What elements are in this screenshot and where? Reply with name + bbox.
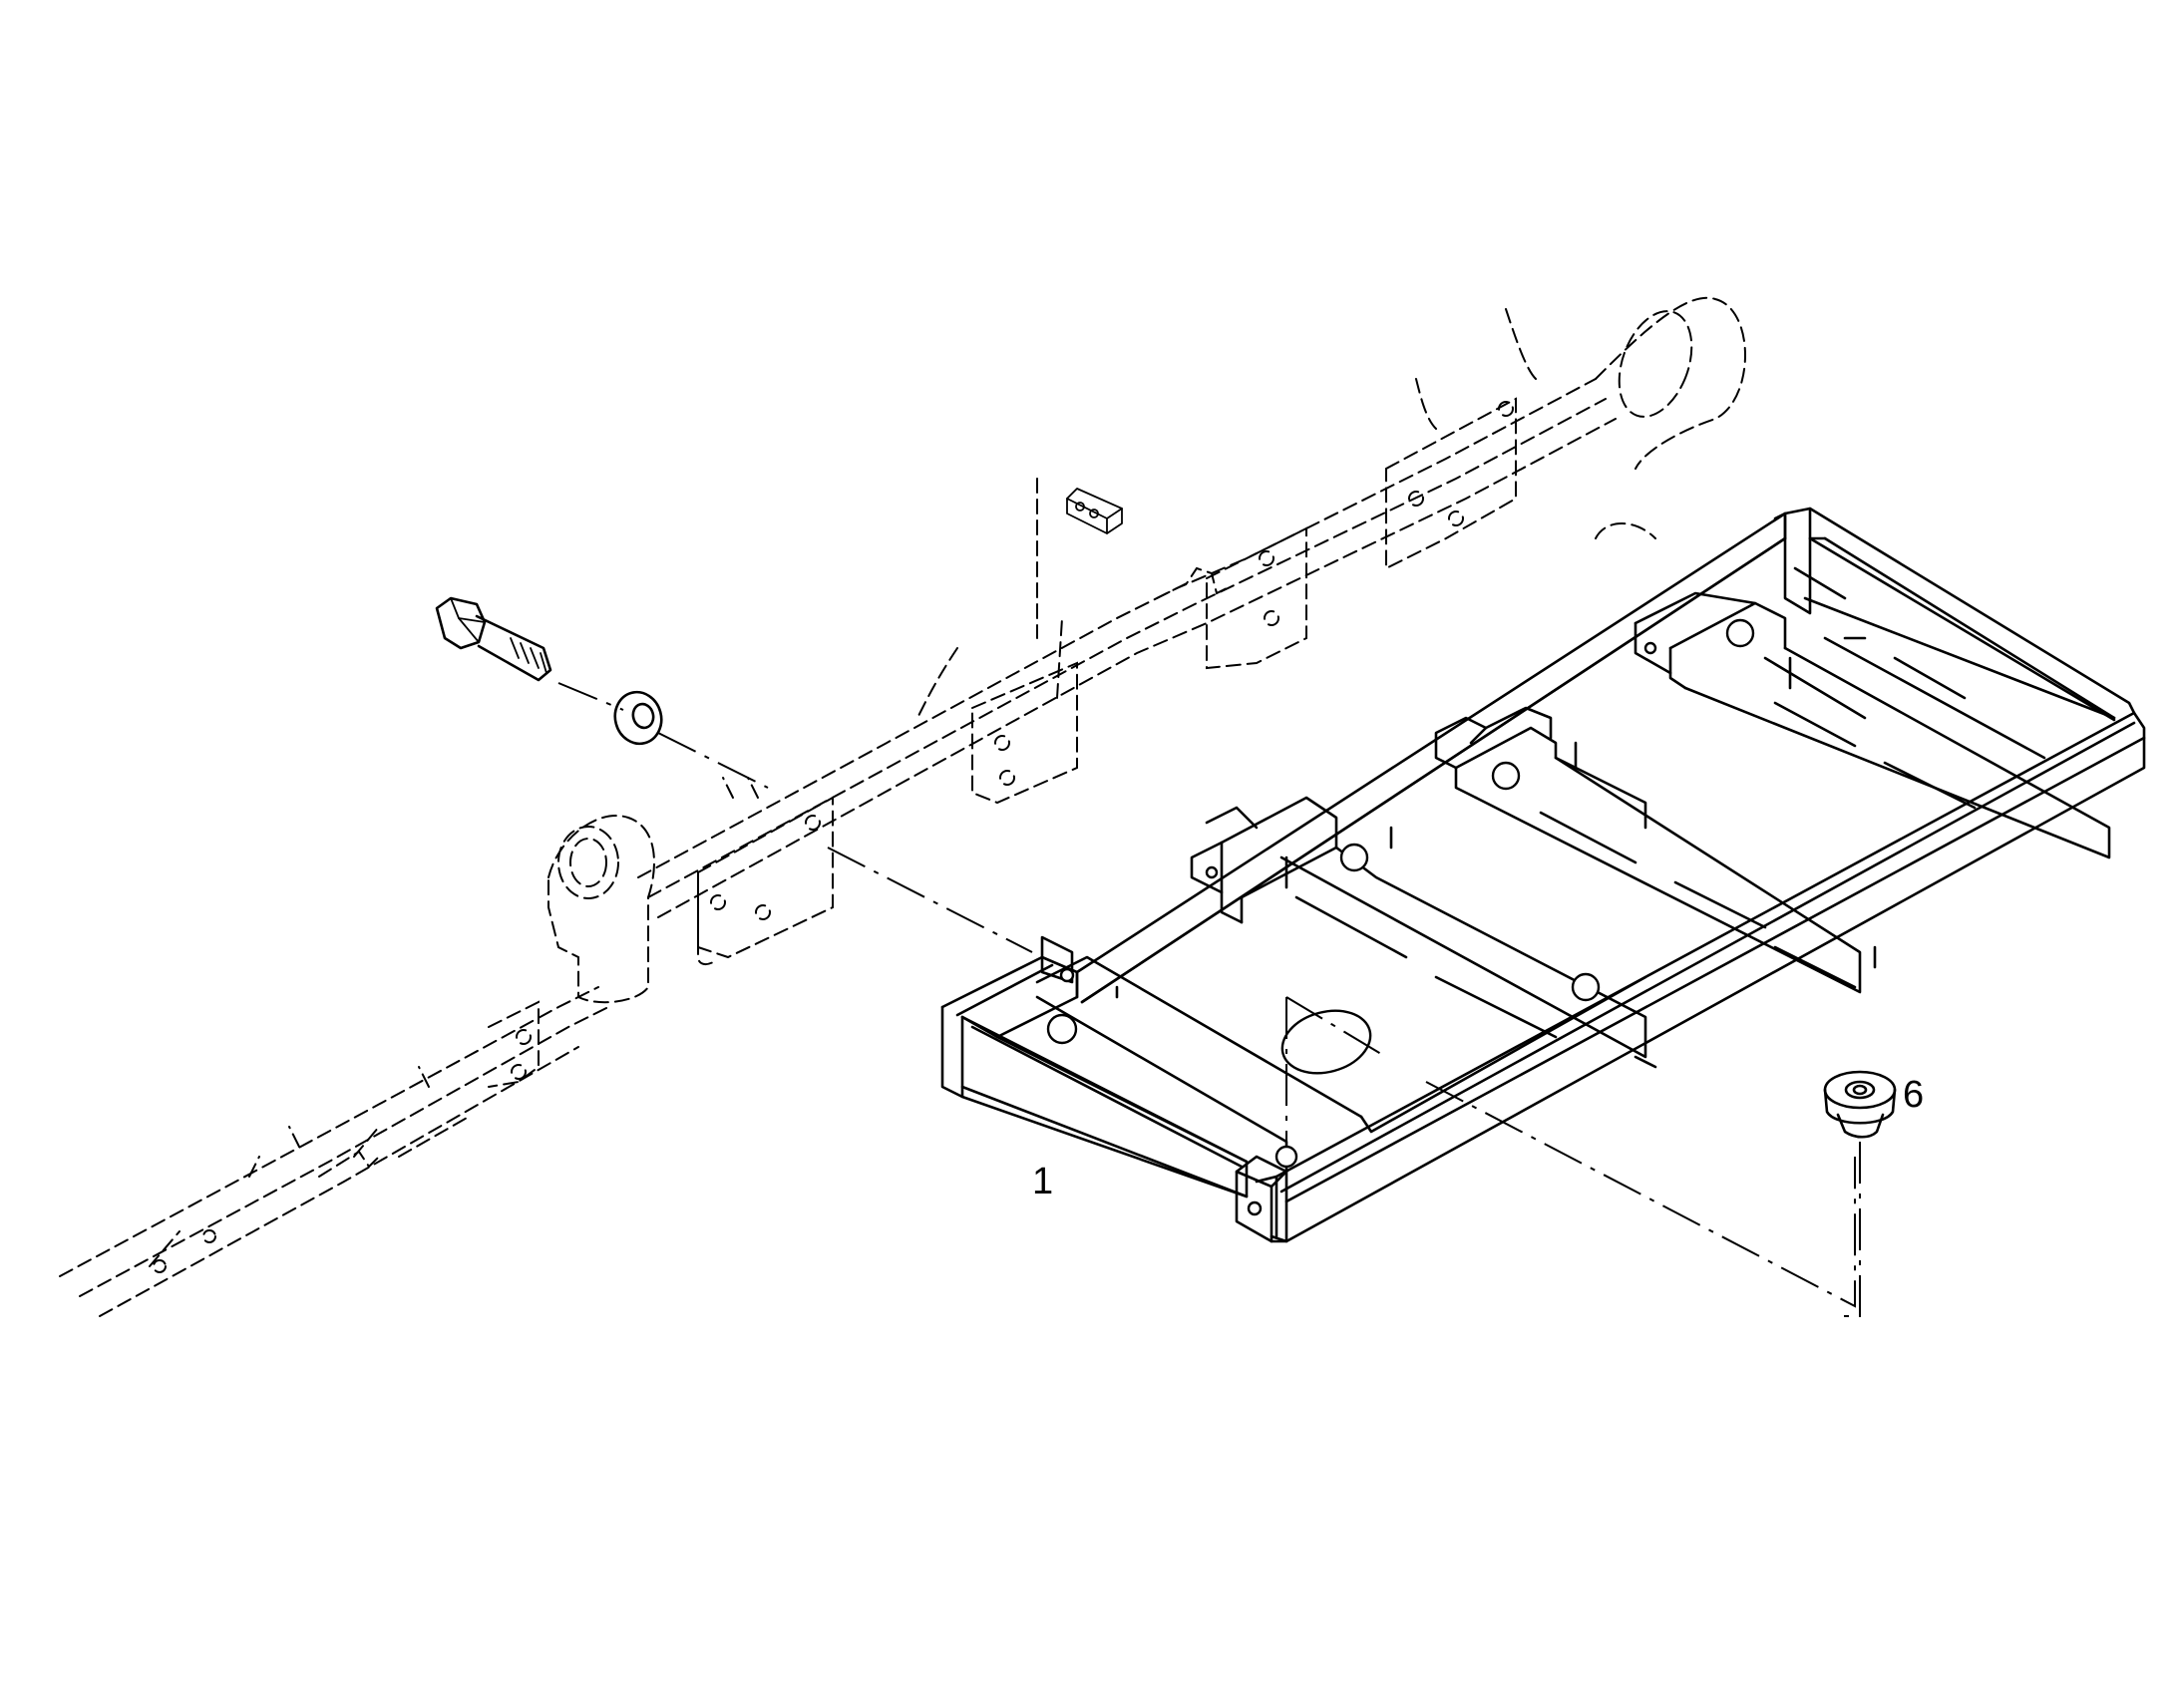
plug-leader-line <box>1840 1142 1861 1317</box>
bolt <box>435 596 552 682</box>
callout-plug: 6 <box>1903 1074 1924 1116</box>
main-frame <box>940 507 2146 1308</box>
phantom-track-frame <box>59 296 1746 1317</box>
rail-clip <box>1066 488 1123 534</box>
rubber-plug <box>1823 1070 1897 1139</box>
bolt-axis-line <box>557 682 1033 953</box>
washer <box>613 690 663 746</box>
callout-frame: 1 <box>1032 1161 1053 1202</box>
